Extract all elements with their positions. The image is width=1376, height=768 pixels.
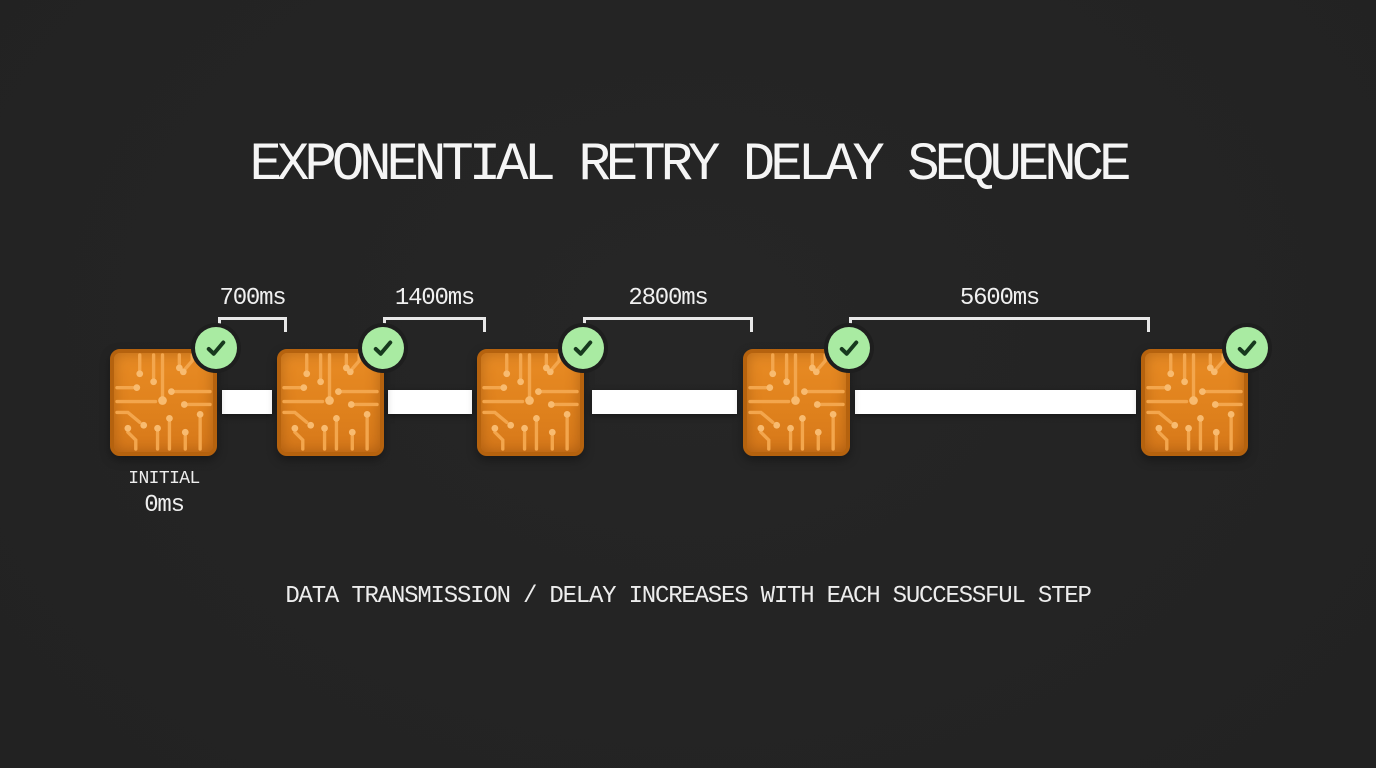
success-badge xyxy=(195,327,237,369)
circuit-chip-node xyxy=(477,349,584,456)
circuit-chip-node xyxy=(110,349,217,456)
initial-label: INITIAL xyxy=(128,469,200,489)
checkmark-icon xyxy=(201,333,231,363)
success-badge xyxy=(828,327,870,369)
circuit-chip-node xyxy=(743,349,850,456)
circuit-chip-icon xyxy=(281,353,380,452)
circuit-chip-node xyxy=(1141,349,1248,456)
success-badge xyxy=(562,327,604,369)
circuit-chip-icon xyxy=(1145,353,1244,452)
delay-bracket xyxy=(218,317,287,332)
success-badge xyxy=(362,327,404,369)
connector-bar xyxy=(388,390,472,414)
delay-label: 1400ms xyxy=(394,285,475,312)
checkmark-icon xyxy=(568,333,598,363)
circuit-chip-icon xyxy=(481,353,580,452)
delay-bracket xyxy=(583,317,753,332)
checkmark-icon xyxy=(368,333,398,363)
delay-label: 5600ms xyxy=(959,285,1040,312)
connector-bar xyxy=(855,390,1136,414)
diagram-title: EXPONENTIAL RETRY DELAY SEQUENCE xyxy=(249,135,1132,196)
connector-bar xyxy=(222,390,272,414)
circuit-chip-icon xyxy=(747,353,846,452)
diagram-caption: DATA TRANSMISSION / DELAY INCREASES WITH… xyxy=(285,583,1092,610)
delay-bracket xyxy=(383,317,486,332)
initial-delay-value: 0ms xyxy=(144,492,185,519)
delay-label: 2800ms xyxy=(628,285,708,312)
delay-label: 700ms xyxy=(219,285,286,312)
success-badge xyxy=(1226,327,1268,369)
checkmark-icon xyxy=(834,333,864,363)
initial-node-label: INITIAL 0ms xyxy=(64,469,264,519)
checkmark-icon xyxy=(1232,333,1262,363)
connector-bar xyxy=(592,390,737,414)
circuit-chip-icon xyxy=(114,353,213,452)
delay-bracket xyxy=(849,317,1150,332)
circuit-chip-node xyxy=(277,349,384,456)
